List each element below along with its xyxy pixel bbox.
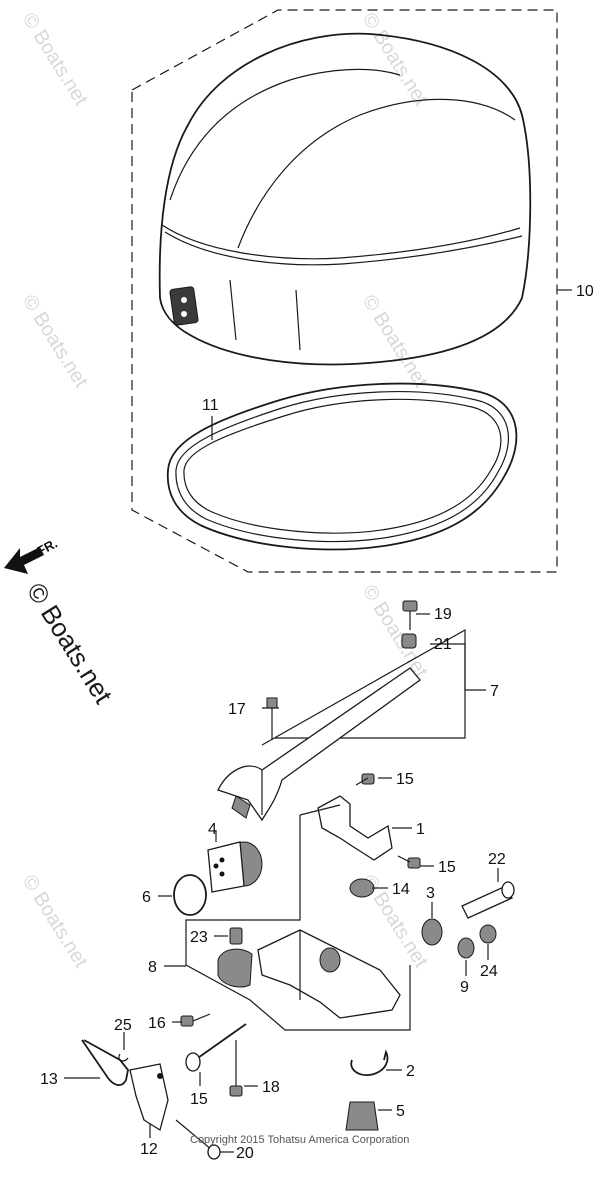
- callout-11: 11: [202, 397, 219, 414]
- callout-10: 10: [576, 283, 594, 300]
- front-direction-indicator: FR.: [4, 536, 60, 574]
- bolt-part-18: [266, 697, 278, 740]
- handle-part-7: [217, 667, 421, 822]
- top-cowling-part-10: [158, 32, 532, 366]
- callout-19: 18: [262, 1079, 280, 1096]
- lower-bracket-part-8: [217, 929, 401, 1019]
- front-arrow-icon: [4, 547, 44, 574]
- callout-labels: 10 11 19 21 7 17 15 1 4 15 22 14 6 3 23 …: [40, 283, 594, 1162]
- callout-15-lower: 15: [438, 859, 456, 876]
- clip-part-26: [118, 1053, 129, 1062]
- watermark: © Boats.net: [358, 291, 432, 392]
- grommet-part-22: [401, 633, 417, 649]
- bolt-part-19: [229, 1040, 243, 1097]
- callout-5: 5: [396, 1103, 405, 1120]
- callout-12: 12: [140, 1141, 158, 1158]
- grommet-part-4: [207, 841, 263, 893]
- spring-part-13: [81, 1039, 129, 1086]
- watermark: © Boats.net: [358, 581, 432, 682]
- watermark-main: © Boats.net: [21, 577, 119, 709]
- bolt-part-17: [180, 1013, 211, 1027]
- callout-8: 8: [148, 959, 157, 976]
- callout-21: 20: [236, 1145, 254, 1162]
- collar-part-25: [479, 924, 497, 944]
- pin-part-23: [461, 881, 515, 919]
- watermark: © Boats.net: [18, 9, 92, 110]
- lever-part-12: [129, 1063, 169, 1132]
- callout-23: 22: [488, 851, 506, 868]
- callout-24: 23: [190, 929, 208, 946]
- latch-icon: [169, 286, 199, 326]
- callout-17: 16: [148, 1015, 166, 1032]
- bracket-part-1: [299, 795, 393, 861]
- callout-18: 17: [228, 701, 246, 718]
- callout-3: 3: [426, 885, 435, 902]
- copyright-notice: Copyright 2015 Tohatsu America Corporati…: [190, 1134, 409, 1146]
- callout-22: 21: [434, 636, 452, 653]
- callout-15-upper: 15: [396, 771, 414, 788]
- clip-part-2: [350, 1049, 389, 1076]
- callout-1: 1: [416, 821, 425, 838]
- callout-2: 2: [406, 1063, 415, 1080]
- callout-14: 14: [392, 881, 410, 898]
- watermark: © Boats.net: [18, 871, 92, 972]
- cover-seal-part-11: [166, 382, 518, 551]
- watermark: © Boats.net: [18, 291, 92, 392]
- leader-lines: [64, 289, 572, 1153]
- callout-9: 9: [460, 979, 469, 996]
- lower-bracket-box: [185, 815, 411, 1031]
- callout-26: 25: [114, 1017, 132, 1034]
- watermarks: © Boats.net © Boats.net © Boats.net © Bo…: [18, 9, 432, 972]
- bolt-part-15-lower: [397, 855, 421, 869]
- bolt-part-20: [402, 600, 418, 630]
- grommet-part-5: [345, 1101, 379, 1131]
- bolt-part-16: [185, 1023, 247, 1072]
- callout-20: 19: [434, 606, 452, 623]
- callout-7: 7: [490, 683, 499, 700]
- bolt-part-15-upper: [355, 773, 375, 786]
- pin-part-24: [229, 927, 243, 945]
- cover-assembly-dashed-box: [131, 9, 558, 573]
- callout-6: 6: [142, 889, 151, 906]
- clamp-part-6: [173, 874, 207, 916]
- cap-part-14: [349, 878, 375, 898]
- callout-16: 15: [190, 1091, 208, 1108]
- grommet-part-3: [421, 918, 443, 946]
- callout-4: 4: [208, 821, 217, 838]
- watermark: © Boats.net: [358, 9, 432, 110]
- collar-part-9: [457, 937, 475, 959]
- callout-13: 13: [40, 1071, 58, 1088]
- callout-25: 24: [480, 963, 498, 980]
